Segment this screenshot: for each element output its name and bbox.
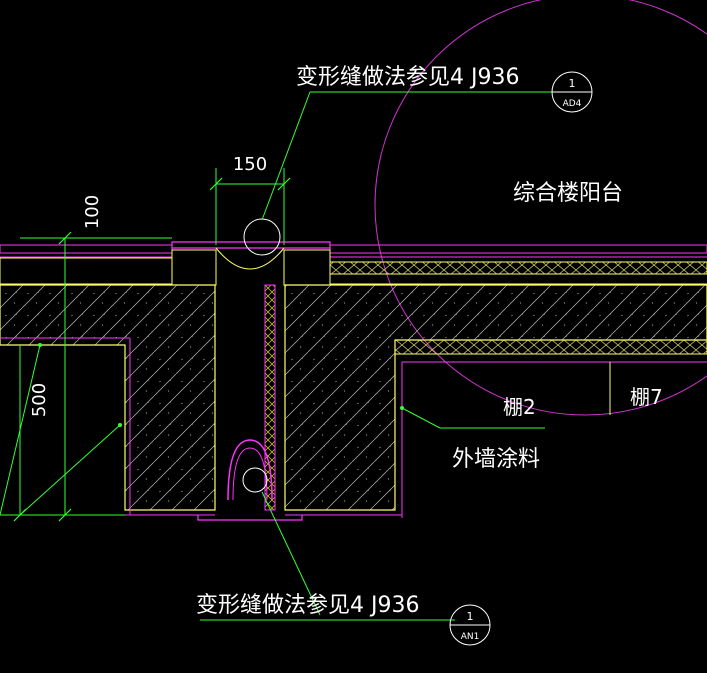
room-label-right: 棚7 [630, 385, 663, 409]
wall-height-dimension: 500 [29, 383, 50, 417]
bubble-top-number: 1 [569, 77, 576, 90]
detail-bubble-bottom: 1 AN1 [449, 604, 491, 646]
expansion-joint [171, 241, 331, 521]
bubble-top-reference: AD4 [563, 99, 582, 109]
top-joint-note: 变形缝做法参见4 J936 [296, 65, 519, 90]
wall-finish-label: 外墙涂料 [452, 447, 540, 472]
top-height-dimension: 100 [82, 195, 103, 229]
detail-callout-circle [374, 0, 707, 416]
right-concrete [0, 284, 707, 518]
bottom-joint-note: 变形缝做法参见4 J936 [196, 593, 419, 618]
leaders [200, 91, 555, 621]
bubble-bottom-reference: AN1 [461, 632, 480, 642]
dimension-lines [0, 168, 291, 522]
bubble-bottom-number: 1 [467, 610, 474, 623]
roof-layers [0, 244, 707, 285]
detail-bubble-top: 1 AD4 [551, 71, 593, 113]
room-label-left: 棚2 [503, 395, 536, 419]
joint-width-dimension: 150 [233, 154, 267, 175]
area-label: 综合楼阳台 [513, 181, 623, 206]
